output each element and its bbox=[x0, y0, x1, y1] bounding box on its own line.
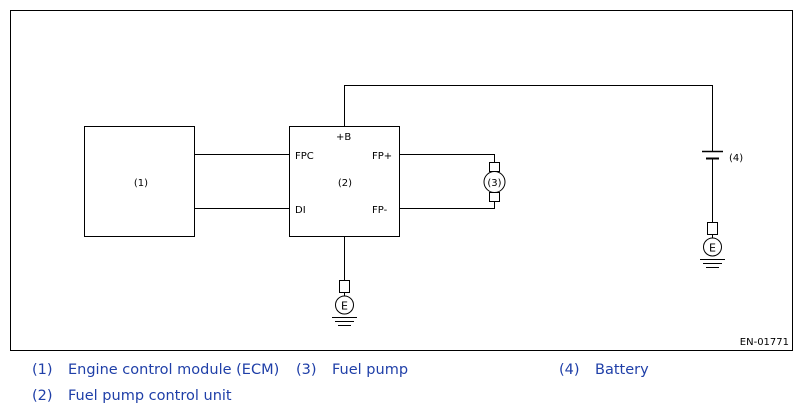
wire-plus-b bbox=[344, 85, 713, 151]
legend-item-4-number: (4) bbox=[559, 362, 580, 378]
fpcu-ground-symbol: E bbox=[332, 237, 357, 326]
wire-fp-minus bbox=[399, 201, 495, 209]
fuel-pump-label: (3) bbox=[487, 178, 501, 189]
ecm-label: (1) bbox=[134, 178, 148, 189]
battery-symbol: (4) bbox=[702, 150, 743, 222]
legend-item-4: (4) Battery bbox=[559, 362, 649, 378]
legend-item-3: (3) Fuel pump bbox=[296, 362, 408, 378]
wire-fp-plus bbox=[399, 154, 495, 162]
legend-item-4-text: Battery bbox=[595, 362, 649, 378]
battery-ground-symbol: E bbox=[700, 222, 725, 268]
legend-item-1-text: Engine control module (ECM) bbox=[68, 362, 280, 378]
fpcu-label: (2) bbox=[338, 178, 352, 189]
diagram-code: EN-01771 bbox=[740, 337, 789, 348]
pin-plus-b-label: +B bbox=[336, 132, 351, 143]
fpcu-ground-label: E bbox=[341, 300, 348, 313]
pin-fp-minus-label: FP- bbox=[372, 205, 388, 216]
legend-item-2: (2) Fuel pump control unit bbox=[32, 388, 232, 404]
wiring-diagram: (1) (2) +B FPC DI FP+ FP- (4) E E bbox=[10, 10, 793, 351]
legend-item-3-number: (3) bbox=[296, 362, 317, 378]
ecm-box: (1) bbox=[84, 126, 195, 237]
pin-di-label: DI bbox=[295, 205, 306, 216]
legend-item-1-number: (1) bbox=[32, 362, 53, 378]
fuel-pump-symbol: (3) bbox=[483, 162, 506, 202]
diagram-frame bbox=[10, 10, 793, 351]
battery-ground-label: E bbox=[709, 242, 716, 255]
pin-fp-plus-label: FP+ bbox=[372, 151, 392, 162]
fuel-pump-control-unit-box: (2) +B FPC DI FP+ FP- bbox=[289, 126, 400, 237]
legend-item-1: (1) Engine control module (ECM) bbox=[32, 362, 279, 378]
legend: (1) Engine control module (ECM) (2) Fuel p… bbox=[0, 358, 803, 413]
legend-item-2-text: Fuel pump control unit bbox=[68, 388, 232, 404]
battery-label: (4) bbox=[729, 153, 743, 164]
legend-item-2-number: (2) bbox=[32, 388, 53, 404]
legend-item-3-text: Fuel pump bbox=[332, 362, 409, 378]
pin-fpc-label: FPC bbox=[295, 151, 314, 162]
